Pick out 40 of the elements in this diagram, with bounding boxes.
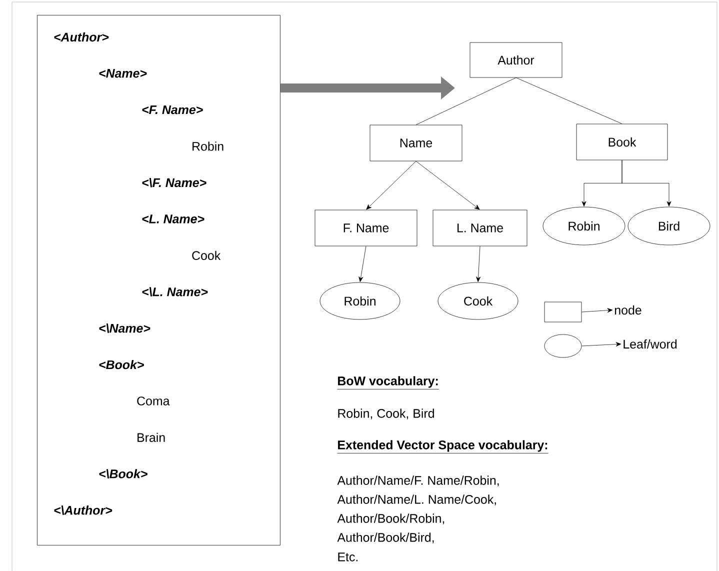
tag-text: <\F. Name>	[142, 178, 206, 188]
connector	[416, 78, 516, 125]
connector	[416, 161, 480, 210]
vocabulary-text: Author/Name/F. Name/Robin,	[337, 476, 499, 486]
node-box: L. Name	[432, 210, 528, 246]
vocabulary-text: Author/Name/L. Name/Cook,	[337, 494, 496, 506]
content-text: Cook	[192, 250, 221, 260]
tag-text: <Author>	[54, 32, 109, 42]
heading: Extended Vector Space vocabulary:	[337, 440, 548, 454]
tag-text: <Book>	[99, 360, 144, 370]
node-box: F. Name	[314, 210, 418, 246]
node-box: Author	[470, 42, 562, 78]
tag-text: <Name>	[99, 69, 147, 78]
legend-ellipse	[544, 334, 582, 358]
tag-text: <\Author>	[54, 506, 112, 515]
tag-text: <\L. Name>	[142, 287, 208, 296]
connector	[476, 246, 481, 282]
connector	[358, 246, 366, 282]
vocabulary-text: Author/Book/Robin,	[337, 514, 444, 524]
vocabulary-text: Etc.	[338, 552, 358, 562]
tag-text: <\Name>	[99, 324, 150, 333]
connector	[582, 342, 622, 346]
connector	[516, 78, 622, 124]
content-text: Coma	[137, 396, 170, 406]
legend-text: node	[614, 305, 642, 315]
legend-box	[544, 302, 582, 322]
vocabulary-text: Robin, Cook, Bird	[338, 408, 434, 420]
tag-text: <L. Name>	[142, 214, 204, 224]
tag-text: <F. Name>	[142, 105, 203, 114]
connector	[366, 161, 416, 210]
content-text: Brain	[138, 432, 165, 442]
vocabulary-text: Author/Book/Bird,	[337, 532, 434, 544]
connector	[622, 160, 672, 206]
node-box: Book	[576, 124, 668, 160]
content-text: Robin	[192, 142, 224, 151]
legend-text: Leaf/word	[624, 339, 677, 349]
heading: BoW vocabulary:	[337, 376, 440, 390]
tag-text: <\Book>	[99, 469, 148, 478]
connector	[582, 308, 613, 313]
node-box: Name	[370, 124, 462, 162]
